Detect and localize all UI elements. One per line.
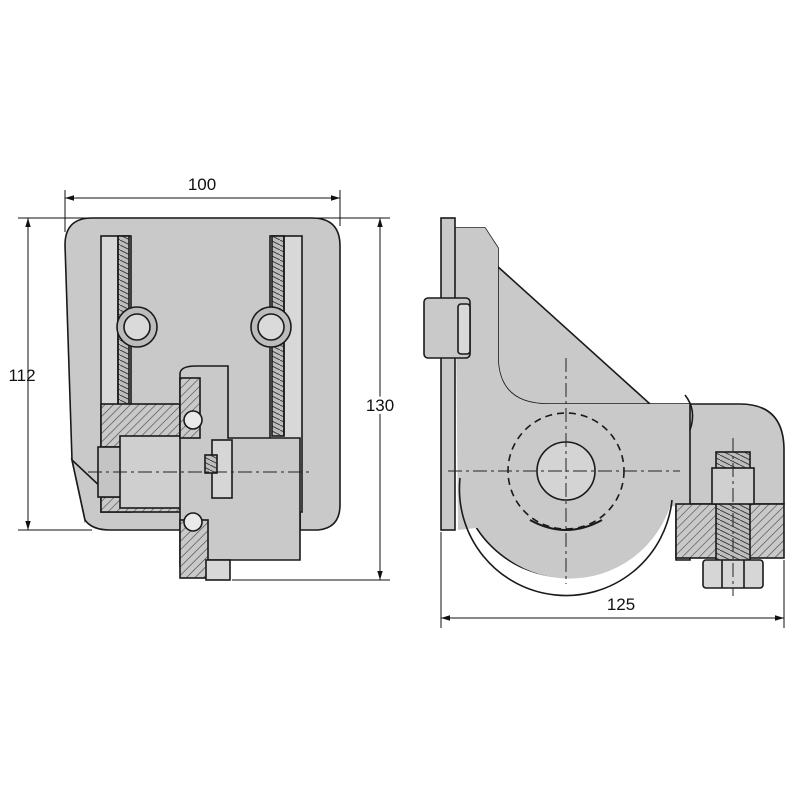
dim-length-125: 125 xyxy=(607,595,635,614)
bearing-top xyxy=(183,410,203,430)
side-view xyxy=(423,217,785,597)
front-bottom-nut xyxy=(205,559,231,581)
dim-height-112: 112 xyxy=(8,366,35,385)
side-dimensions xyxy=(440,532,785,628)
dim-height-130: 130 xyxy=(366,396,394,415)
front-dimensions xyxy=(18,190,390,581)
bearing-bottom xyxy=(183,512,203,532)
dim-width-100: 100 xyxy=(188,175,216,194)
side-mount-plate xyxy=(440,217,456,531)
front-view xyxy=(64,217,341,581)
